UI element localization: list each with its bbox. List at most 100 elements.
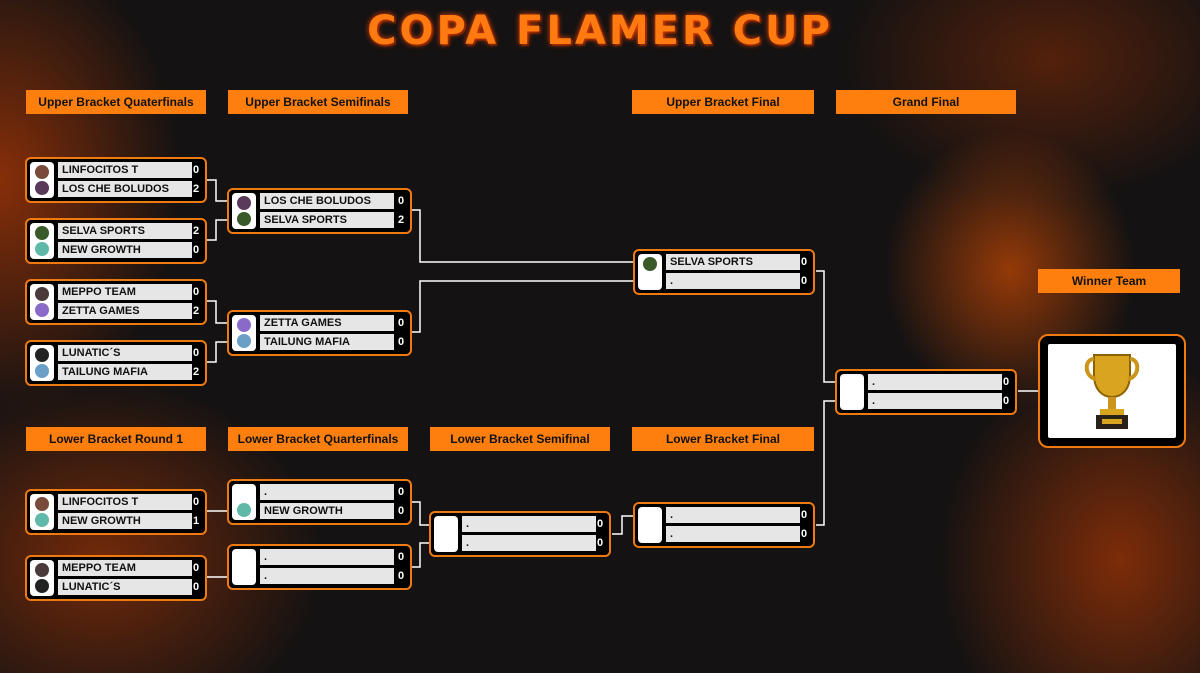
- team-score: 0: [596, 537, 604, 549]
- winner-box: [1038, 334, 1186, 448]
- match-ubq3[interactable]: MEPPO TEAM 0 ZETTA GAMES 2: [25, 279, 207, 325]
- zetta-games-logo-icon: [35, 303, 49, 317]
- lunatics-logo-icon: [35, 579, 49, 593]
- empty-logo-icon: [638, 507, 662, 543]
- linfocitos-logo-icon: [35, 497, 49, 511]
- connector-line: [206, 300, 228, 324]
- new-growth-logo-icon: [35, 513, 49, 527]
- team-logos: [30, 162, 54, 198]
- team-name: .: [868, 393, 1002, 409]
- team-score: 0: [800, 509, 808, 521]
- team-name: NEW GROWTH: [58, 513, 192, 529]
- team-score: 1: [192, 515, 200, 527]
- team-logos: [232, 484, 256, 520]
- team-name: LINFOCITOS T: [58, 494, 192, 510]
- empty-logo-icon: [840, 374, 864, 410]
- team-score: 0: [192, 496, 200, 508]
- connector-line: [206, 219, 228, 241]
- match-lbq1[interactable]: . 0 NEW GROWTH 0: [227, 479, 412, 525]
- label-lower-round1: Lower Bracket Round 1: [26, 427, 206, 451]
- team-name: .: [260, 484, 394, 500]
- match-lbr1a[interactable]: LINFOCITOS T 0 NEW GROWTH 1: [25, 489, 207, 535]
- team-name: TAILUNG MAFIA: [58, 364, 192, 380]
- new-growth-logo-icon: [35, 242, 49, 256]
- selva-sports-logo-icon: [643, 257, 657, 271]
- team-name: LUNATIC´S: [58, 579, 192, 595]
- team-score: 0: [397, 505, 405, 517]
- match-upper-final[interactable]: SELVA SPORTS 0 . 0: [633, 249, 815, 295]
- label-upper-final: Upper Bracket Final: [632, 90, 814, 114]
- team-score: 2: [192, 183, 200, 195]
- label-winner-team: Winner Team: [1038, 269, 1180, 293]
- team-score: 0: [192, 562, 200, 574]
- connector-line: [206, 179, 228, 202]
- team-name: .: [666, 273, 800, 289]
- connector-line: [410, 280, 634, 333]
- team-name: SELVA SPORTS: [58, 223, 192, 239]
- trophy-icon: [1084, 354, 1140, 429]
- team-name: ZETTA GAMES: [260, 315, 394, 331]
- label-lower-quarterfinals: Lower Bracket Quarterfinals: [228, 427, 408, 451]
- team-score: 2: [192, 305, 200, 317]
- match-ubs1[interactable]: LOS CHE BOLUDOS 0 SELVA SPORTS 2: [227, 188, 412, 234]
- match-ubq2[interactable]: SELVA SPORTS 2 NEW GROWTH 0: [25, 218, 207, 264]
- new-growth-logo-icon: [237, 503, 251, 517]
- zetta-games-logo-icon: [237, 318, 251, 332]
- team-score: 0: [192, 581, 200, 593]
- team-score: 0: [192, 244, 200, 256]
- connector-line: [206, 341, 228, 363]
- match-lbr1b[interactable]: MEPPO TEAM 0 LUNATIC´S 0: [25, 555, 207, 601]
- team-score: 0: [800, 528, 808, 540]
- lunatics-logo-icon: [35, 348, 49, 362]
- label-grand-final: Grand Final: [836, 90, 1016, 114]
- selva-sports-logo-icon: [237, 212, 251, 226]
- team-name: .: [260, 568, 394, 584]
- team-score: 0: [192, 347, 200, 359]
- page-title: COPA FLAMER CUP: [367, 8, 833, 54]
- team-name: MEPPO TEAM: [58, 284, 192, 300]
- match-lower-semifinal[interactable]: . 0 . 0: [429, 511, 611, 557]
- meppo-team-logo-icon: [35, 287, 49, 301]
- team-score: 0: [800, 256, 808, 268]
- team-name: .: [462, 535, 596, 551]
- empty-logo-icon: [434, 516, 458, 552]
- team-score: 0: [397, 317, 405, 329]
- los-che-boludos-logo-icon: [35, 181, 49, 195]
- team-name: .: [868, 374, 1002, 390]
- connector-line: [410, 542, 430, 568]
- match-ubq1[interactable]: LINFOCITOS T 0 LOS CHE BOLUDOS 2: [25, 157, 207, 203]
- team-name: MEPPO TEAM: [58, 560, 192, 576]
- team-name: .: [260, 549, 394, 565]
- team-score: 2: [192, 225, 200, 237]
- team-logos: [30, 494, 54, 530]
- team-score: 2: [192, 366, 200, 378]
- match-ubs2[interactable]: ZETTA GAMES 0 TAILUNG MAFIA 0: [227, 310, 412, 356]
- team-score: 0: [800, 275, 808, 287]
- team-name: SELVA SPORTS: [666, 254, 800, 270]
- team-name: LUNATIC´S: [58, 345, 192, 361]
- match-grand-final[interactable]: . 0 . 0: [835, 369, 1017, 415]
- team-name: NEW GROWTH: [58, 242, 192, 258]
- label-upper-quarterfinals: Upper Bracket Quaterfinals: [26, 90, 206, 114]
- connector-line: [410, 209, 634, 263]
- label-lower-semifinal: Lower Bracket Semifinal: [430, 427, 610, 451]
- team-score: 0: [192, 286, 200, 298]
- team-name: .: [462, 516, 596, 532]
- team-logos: [30, 560, 54, 596]
- team-score: 0: [192, 164, 200, 176]
- match-lower-final[interactable]: . 0 . 0: [633, 502, 815, 548]
- team-name: LOS CHE BOLUDOS: [58, 181, 192, 197]
- match-ubq4[interactable]: LUNATIC´S 0 TAILUNG MAFIA 2: [25, 340, 207, 386]
- team-logos: [30, 345, 54, 381]
- team-name: .: [666, 507, 800, 523]
- team-name: SELVA SPORTS: [260, 212, 394, 228]
- connector-line: [612, 515, 634, 535]
- team-score: 0: [596, 518, 604, 530]
- team-logos: [30, 284, 54, 320]
- team-name: LOS CHE BOLUDOS: [260, 193, 394, 209]
- team-score: 0: [1002, 395, 1010, 407]
- team-logos: [638, 254, 662, 290]
- match-lbq2[interactable]: . 0 . 0: [227, 544, 412, 590]
- linfocitos-logo-icon: [35, 165, 49, 179]
